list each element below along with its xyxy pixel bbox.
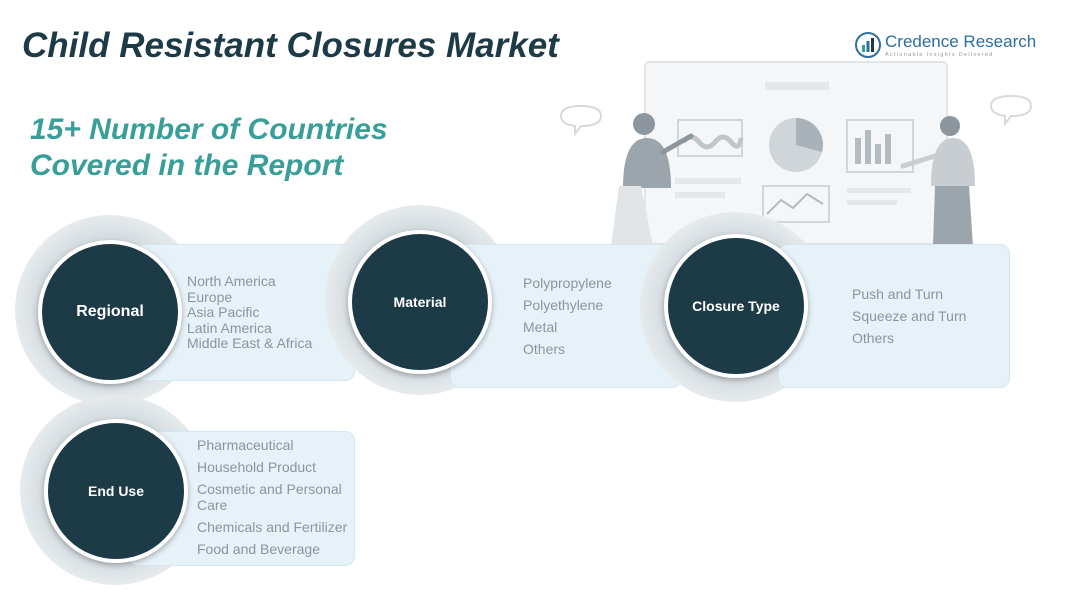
list-item: Polyethylene	[523, 297, 604, 313]
credence-research-logo: Credence Research Actionable Insights De…	[855, 32, 1036, 58]
closure-type-panel	[778, 244, 1010, 388]
bar-chart-logo-icon	[855, 32, 881, 58]
subtitle-line-1: 15+ Number of Countries	[30, 113, 388, 146]
list-item: Metal	[523, 319, 558, 335]
regional-label: Regional	[76, 303, 144, 320]
closure-type-circle: Closure Type	[664, 234, 808, 378]
countries-covered-heading: 15+ Number of Countries Covered in the R…	[30, 112, 450, 184]
closure-type-label: Closure Type	[692, 298, 780, 314]
regional-list: North America Europe Asia Pacific Latin …	[187, 273, 313, 352]
list-item: Push and Turn	[852, 286, 944, 302]
material-circle: Material	[348, 230, 492, 374]
list-item: Others	[852, 330, 895, 346]
end-use-label: End Use	[87, 483, 144, 499]
list-item: Others	[523, 341, 566, 357]
list-item: Europe	[187, 288, 233, 305]
list-item: Chemicals and Fertilizer	[197, 519, 348, 535]
list-item: Latin America	[187, 319, 272, 336]
logo-tagline: Actionable Insights Delivered	[885, 52, 994, 58]
list-item: Household Product	[197, 459, 317, 475]
presentation-illustration	[559, 61, 1033, 246]
list-item: North America	[187, 273, 276, 289]
list-item: Squeeze and Turn	[852, 308, 967, 324]
subtitle-line-2: Covered in the Report	[30, 149, 344, 182]
list-item: Food and Beverage	[197, 541, 320, 557]
list-item: Asia Pacific	[187, 304, 260, 321]
closure-type-list: Push and Turn Squeeze and Turn Others	[852, 283, 966, 349]
end-use-list: Pharmaceutical Household Product Cosmeti…	[197, 434, 357, 560]
end-use-circle: End Use	[44, 419, 188, 563]
list-item: Middle East & Africa	[187, 335, 313, 352]
list-item: Polypropylene	[523, 275, 612, 291]
material-list: Polypropylene Polyethylene Metal Others	[523, 272, 612, 360]
logo-name: Credence Research	[885, 32, 1037, 51]
regional-circle: Regional	[38, 240, 182, 384]
list-item: Pharmaceutical	[197, 437, 294, 453]
list-item: Cosmetic and Personal Care	[197, 481, 342, 513]
material-label: Material	[393, 294, 447, 310]
page-title: Child Resistant Closures Market	[22, 26, 559, 65]
